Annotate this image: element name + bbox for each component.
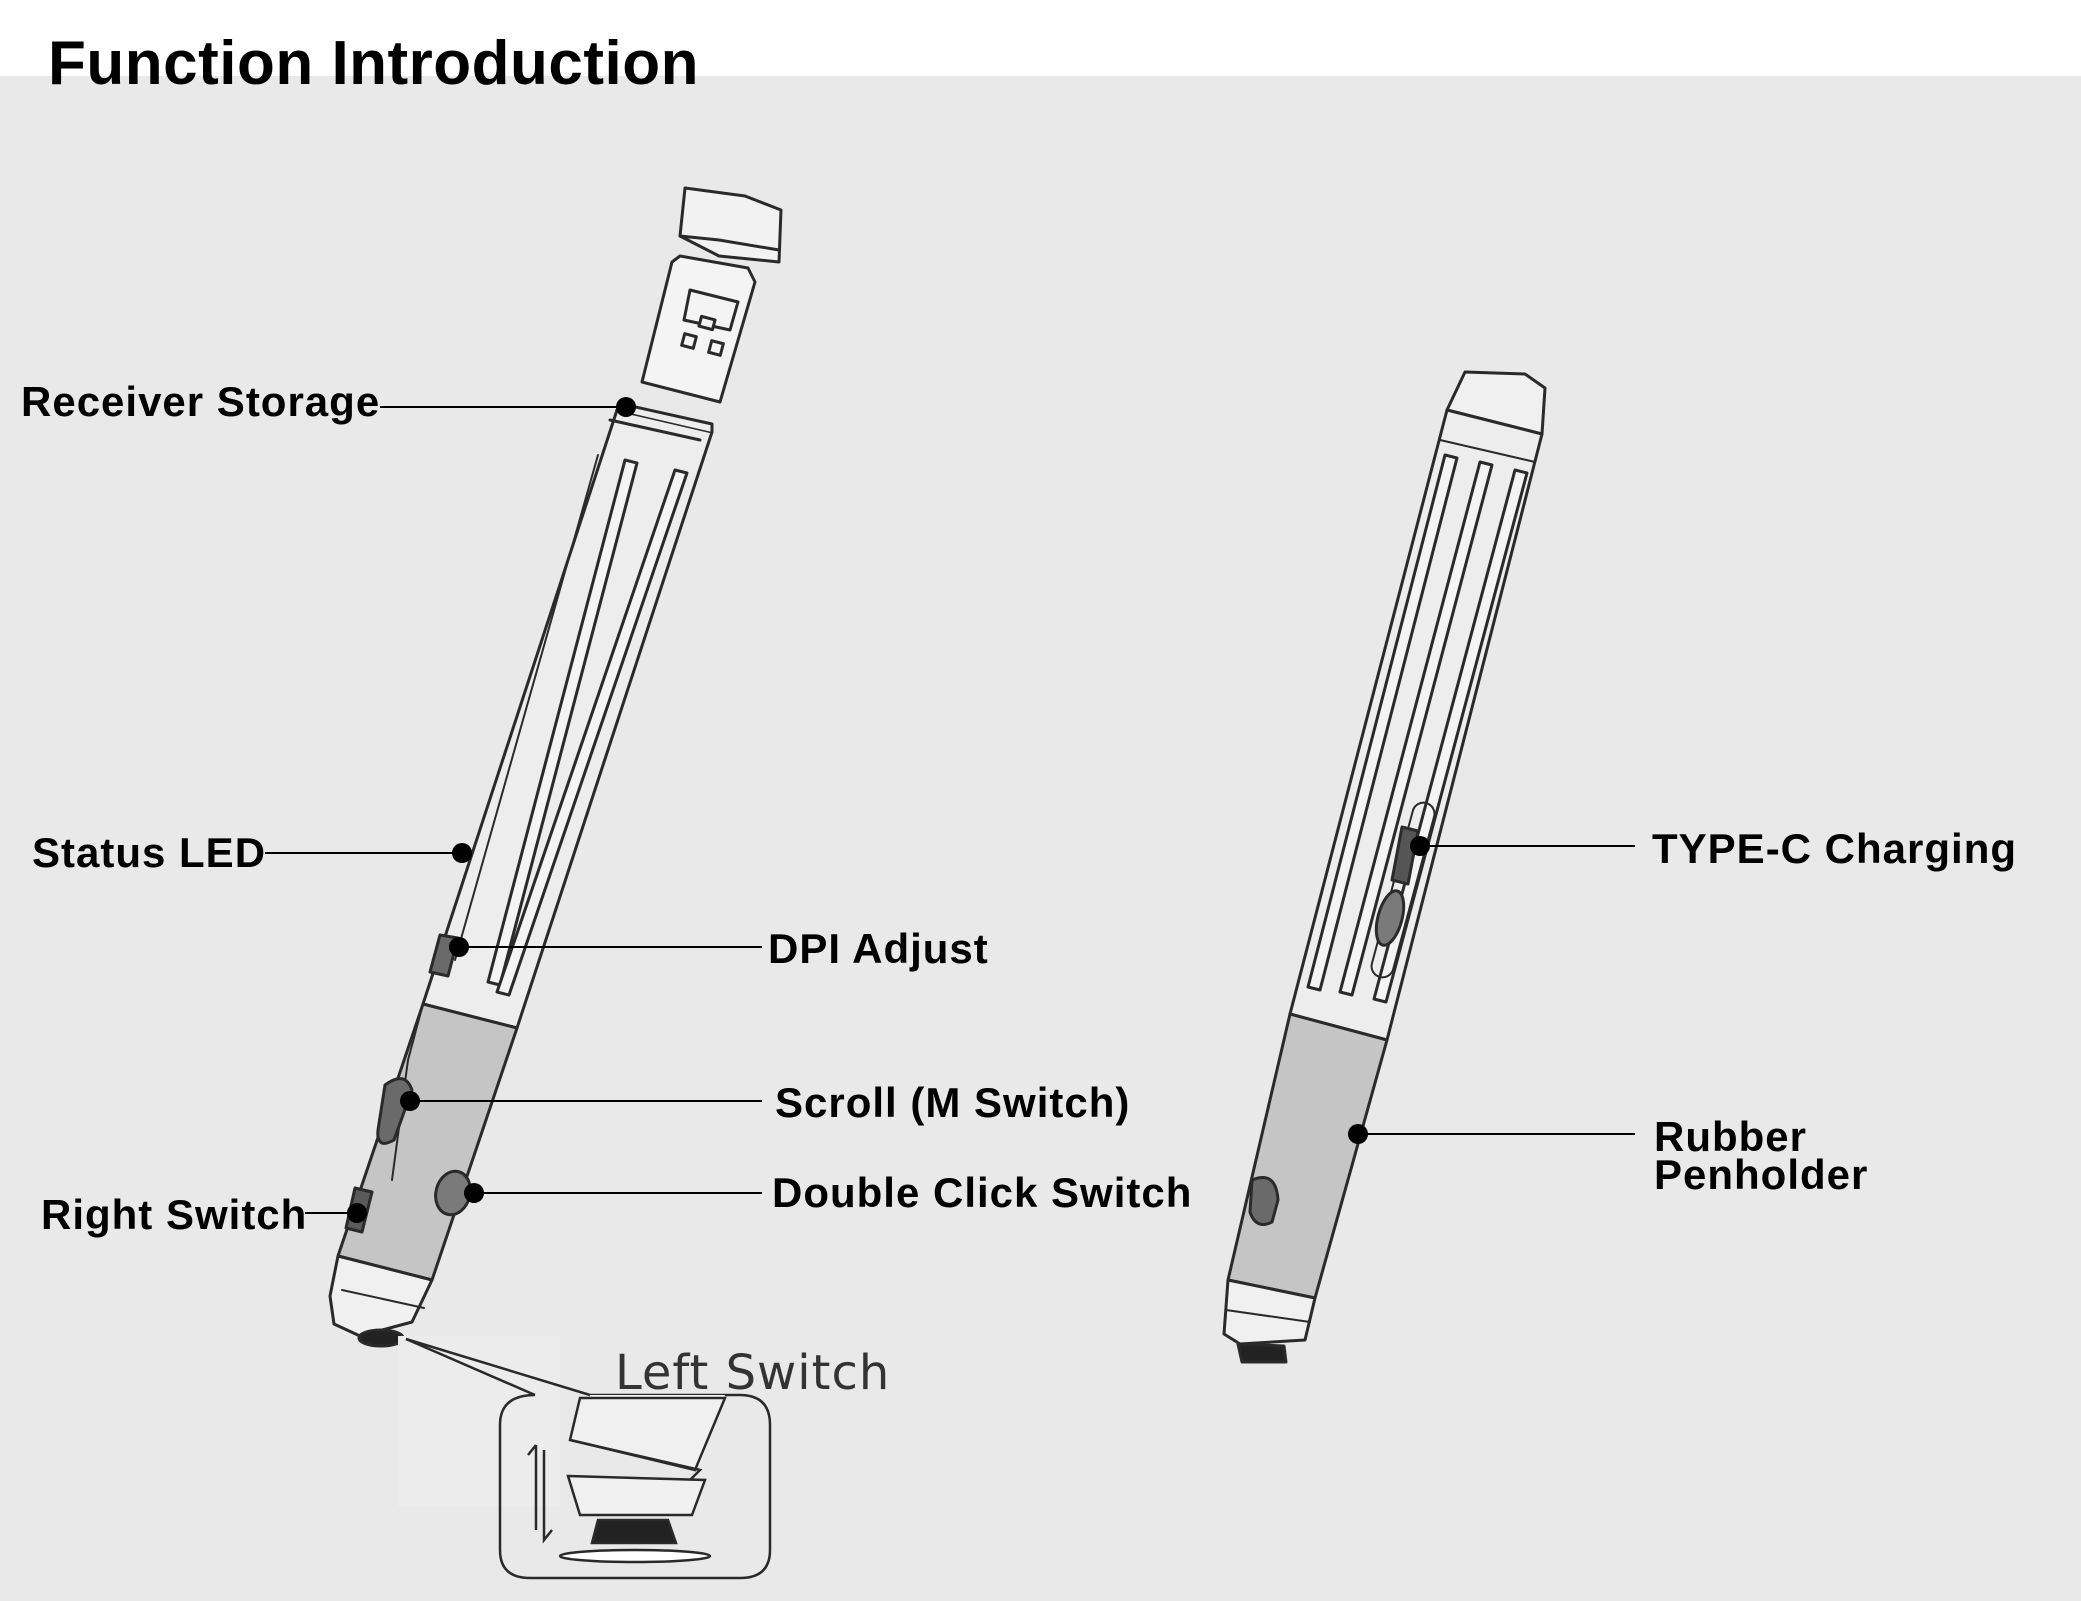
right-pen-rubber-grip: [1226, 1012, 1389, 1300]
right-pen-side-button: [1248, 1176, 1280, 1226]
left-switch-inset: [398, 1336, 772, 1580]
right-pen-tip: [1222, 1278, 1317, 1346]
label-receiver-storage: Receiver Storage: [21, 378, 381, 425]
right-pen: [1222, 370, 1547, 1364]
dot-scroll: [400, 1091, 420, 1111]
dot-receiver-storage: [616, 397, 636, 417]
dot-type-c: [1410, 836, 1430, 856]
dot-double-click: [464, 1183, 484, 1203]
label-right-switch: Right Switch: [41, 1191, 308, 1238]
left-pen-rubber-grip: [336, 1002, 519, 1282]
dot-status-led: [452, 843, 472, 863]
label-rubber-penholder-line1: Rubber: [1654, 1113, 1807, 1160]
label-left-switch: Left Switch: [615, 1345, 891, 1401]
dot-dpi-adjust: [449, 937, 469, 957]
label-scroll: Scroll (M Switch): [775, 1079, 1131, 1126]
page-title: Function Introduction: [48, 29, 700, 98]
label-type-c-charging: TYPE-C Charging: [1652, 825, 2018, 872]
usb-receiver: [640, 254, 757, 404]
label-double-click-switch: Double Click Switch: [772, 1169, 1193, 1216]
receiver-cap: [678, 186, 783, 264]
callout-lines: [265, 406, 1635, 1214]
label-rubber-penholder-line2: Penholder: [1654, 1151, 1869, 1198]
dot-right-switch: [347, 1203, 367, 1223]
label-status-led: Status LED: [32, 829, 267, 876]
label-dpi-adjust: DPI Adjust: [768, 925, 989, 972]
dot-rubber-penholder: [1348, 1124, 1368, 1144]
diagram-background: [0, 76, 2081, 1601]
right-pen-slider: [1374, 889, 1406, 947]
left-pen: [328, 186, 783, 1348]
right-pen-cap: [1445, 370, 1547, 436]
callout-dots: [347, 397, 1430, 1223]
